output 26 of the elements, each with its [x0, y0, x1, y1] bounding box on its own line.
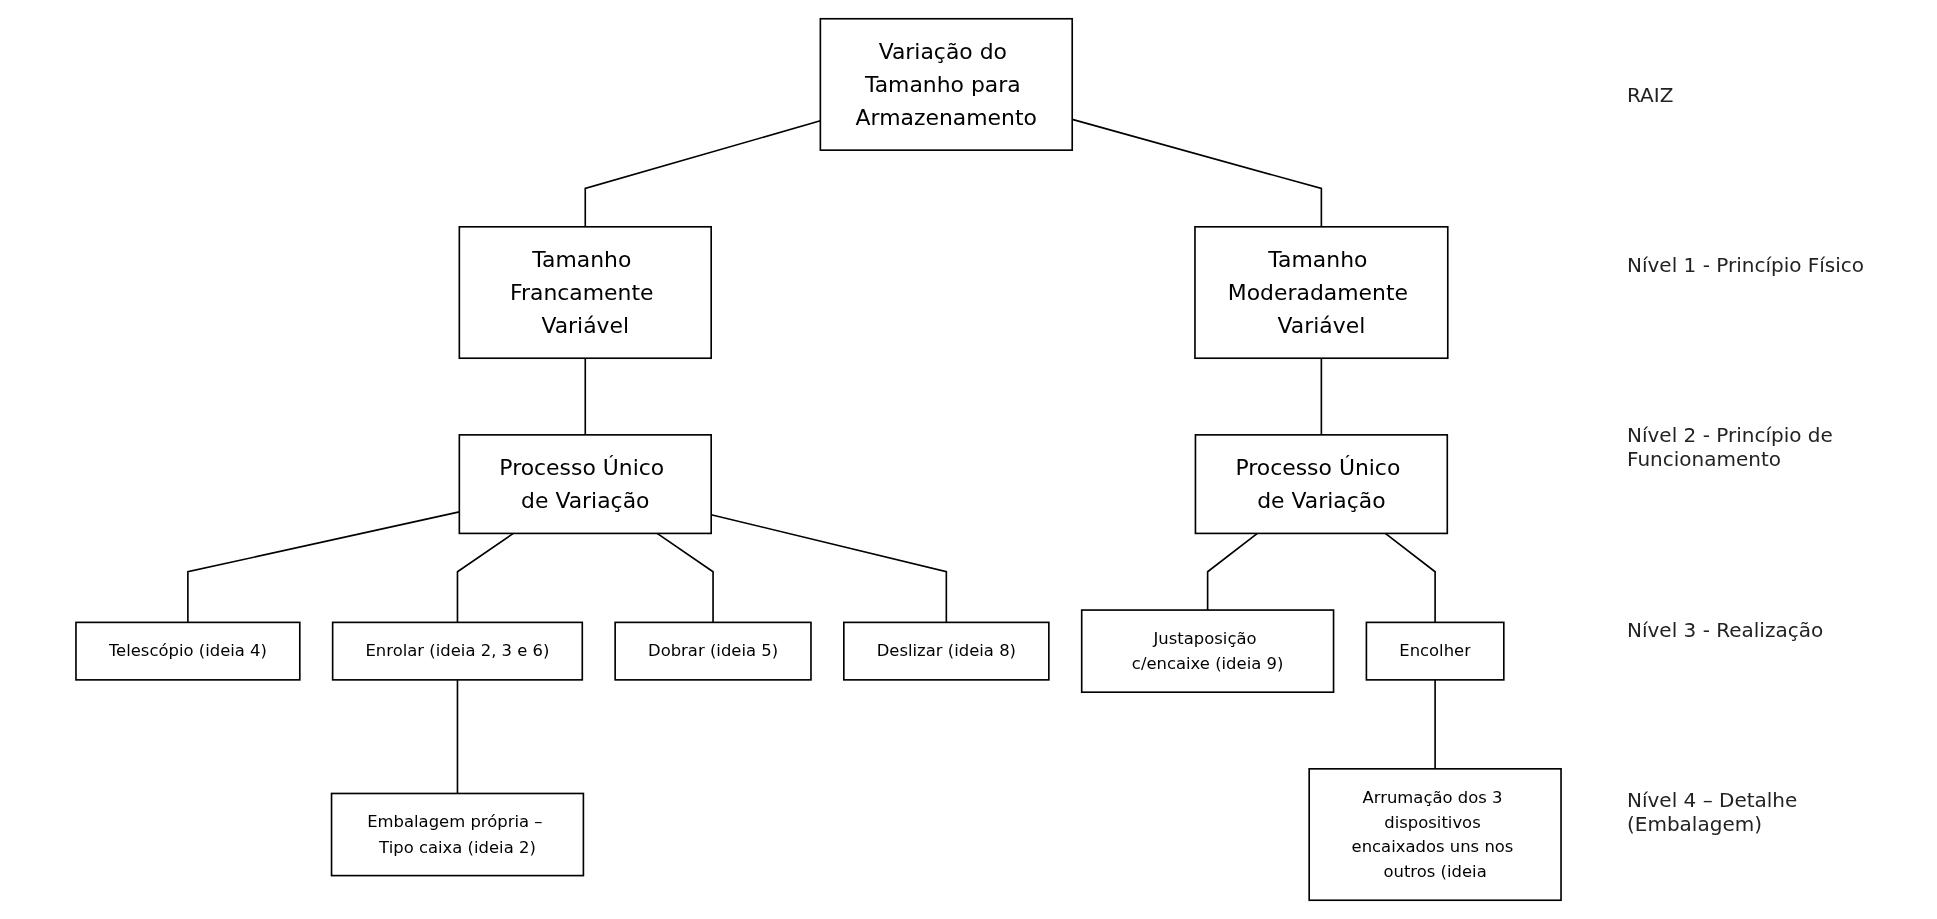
level-label: Nível 1 - Princípio Físico	[1627, 253, 1866, 278]
node-box: Telescópio (ideia 4)	[75, 621, 301, 681]
node-box: Encolher	[1365, 621, 1505, 681]
connector	[456, 532, 515, 624]
node-box: Justaposição c/encaixe (ideia 9)	[1080, 609, 1335, 693]
node-box: Dobrar (ideia 5)	[614, 621, 812, 681]
connector	[584, 357, 587, 436]
connector	[1434, 679, 1436, 770]
node-box: Deslizar (ideia 8)	[843, 621, 1050, 681]
connector	[1320, 357, 1323, 436]
node-box: Enrolar (ideia 2, 3 e 6)	[331, 621, 584, 681]
connector	[456, 679, 459, 795]
node-box: Processo Único de Variação	[1194, 434, 1449, 535]
node-box: Embalagem própria – Tipo caixa (ideia 2)	[330, 792, 585, 877]
node-box: Tamanho Moderadamente Variável	[1194, 226, 1449, 360]
connector	[1384, 532, 1436, 624]
node-box: Arrumação dos 3 dispositivos encaixados uns nos outros (ideia	[1308, 768, 1562, 902]
level-label: Nível 2 - Princípio de Funcionamento	[1627, 423, 1834, 472]
level-label: Nível 4 – Detalhe (Embalagem)	[1627, 787, 1799, 836]
node-box: Tamanho Francamente Variável	[458, 226, 712, 360]
level-label: Nível 3 - Realização	[1627, 617, 1825, 642]
node-box: Variação do Tamanho para Armazenamento	[819, 17, 1074, 151]
connector	[656, 532, 714, 624]
node-box: Processo Único de Variação	[458, 434, 712, 535]
connector	[1206, 532, 1259, 611]
level-label: RAIZ	[1627, 83, 1675, 108]
